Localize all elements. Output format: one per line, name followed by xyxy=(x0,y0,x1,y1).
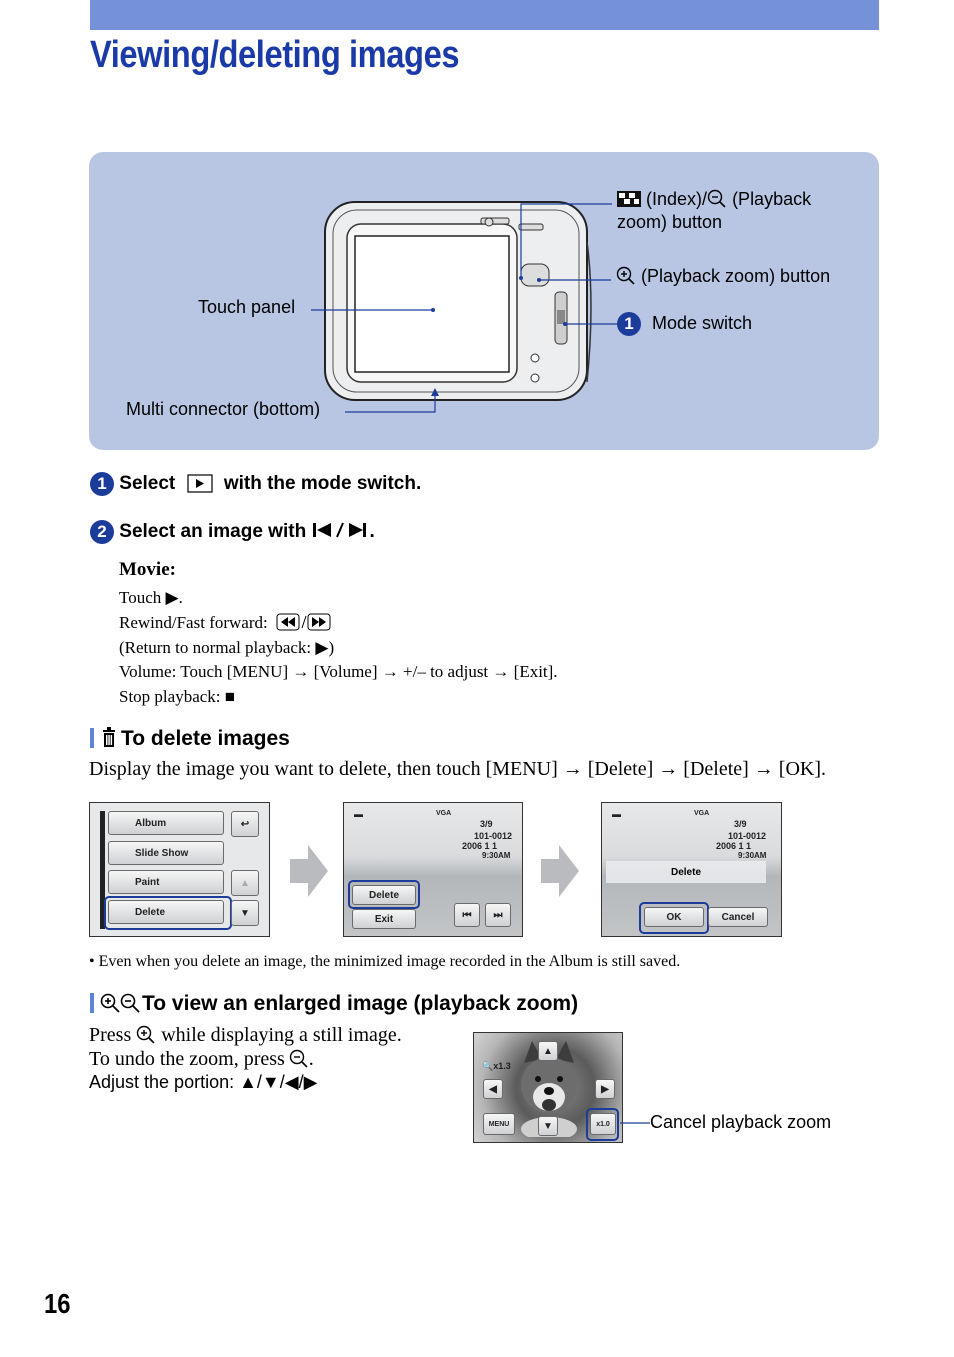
cancel-zoom-label: Cancel playback zoom xyxy=(650,1112,832,1132)
index-button-label: (Index)/ (Playback xyxy=(617,189,811,210)
delete-note: • Even when you delete an image, the min… xyxy=(89,953,681,970)
zoom-level: 🔍x1.3 xyxy=(482,1061,511,1071)
scroll-down-button[interactable]: ▼ xyxy=(231,900,259,926)
next-arrow-icon xyxy=(290,845,328,897)
touch-panel-label: Touch panel xyxy=(198,297,296,317)
mode-switch-number: 1 xyxy=(617,312,641,336)
menu-button[interactable]: MENU xyxy=(483,1113,515,1135)
zoom-out-icon xyxy=(707,189,726,208)
playback-screen: ▬ VGA 3/9 101-0012 2006 1 1 9:30AM Delet… xyxy=(343,802,523,937)
page-title: Viewing/deleting images xyxy=(90,34,460,76)
prev-next-icon xyxy=(313,522,367,538)
dog-photo xyxy=(521,1041,577,1137)
ok-btn-highlight xyxy=(639,902,709,934)
section-bar xyxy=(90,728,94,748)
zoom-screen: 🔍x1.3 ▲ ◀ ▶ ▼ MENU x1.0 xyxy=(473,1032,623,1143)
zoom-button-label: (Playback zoom) button xyxy=(616,266,830,287)
camera-illustration xyxy=(311,201,617,413)
reset-zoom-button[interactable]: x1.0 xyxy=(590,1113,616,1135)
rewind-fastforward-icon xyxy=(276,613,331,631)
mode-switch-label: 1 Mode switch xyxy=(617,312,752,336)
step-2-number: 2 xyxy=(90,520,114,544)
movie-line-1: Touch ▶. xyxy=(119,588,183,607)
index-icon xyxy=(617,191,641,207)
section-bar-2 xyxy=(90,993,94,1013)
zoom-in-icon xyxy=(616,266,635,285)
zoom-out-icon-heading xyxy=(120,993,140,1013)
zoom-line-1: Press while displaying a still image. xyxy=(89,1024,402,1046)
menu-screen: Album Slide Show Paint Delete ↩ ▲ ▼ xyxy=(89,802,270,937)
trash-icon xyxy=(103,727,115,747)
delete-prompt: Delete xyxy=(606,861,766,883)
movie-line-3: (Return to normal playback: ▶) xyxy=(119,638,335,657)
reset-zoom-highlight xyxy=(586,1108,619,1141)
menu-item-album[interactable]: Album xyxy=(108,811,224,835)
menu-item-slideshow[interactable]: Slide Show xyxy=(108,841,224,865)
playback-mode-icon xyxy=(186,474,213,493)
movie-line-5: Stop playback: ■ xyxy=(119,687,236,706)
step-1: 1 Select with the mode switch. xyxy=(90,472,421,496)
zoom-in-icon-heading xyxy=(100,993,120,1013)
cancel-button[interactable]: Cancel xyxy=(708,907,768,927)
prev-image-button[interactable]: ⏮ xyxy=(454,903,480,927)
step-1-number: 1 xyxy=(90,472,114,496)
header-bar xyxy=(90,0,879,30)
page-number: 16 xyxy=(44,1288,71,1319)
scroll-up-button[interactable]: ▲ xyxy=(231,870,259,896)
delete-btn-highlight xyxy=(348,880,420,909)
zoom-in-icon-inline xyxy=(137,1025,155,1044)
delete-highlight xyxy=(104,896,232,930)
pan-right-button[interactable]: ▶ xyxy=(595,1079,615,1099)
next-image-button[interactable]: ⏭ xyxy=(485,903,511,927)
pan-up-button[interactable]: ▲ xyxy=(538,1041,558,1061)
zoom-out-icon-inline xyxy=(289,1049,308,1068)
delete-confirm-screen: ▬ VGA 3/9 101-0012 2006 1 1 9:30AM Delet… xyxy=(601,802,782,937)
delete-section-heading: To delete images xyxy=(90,726,290,751)
step-2: 2 Select an image with . xyxy=(90,520,375,544)
pan-down-button[interactable]: ▼ xyxy=(538,1116,558,1136)
delete-button[interactable]: Delete xyxy=(352,885,416,905)
exit-button[interactable]: Exit xyxy=(352,909,416,929)
ok-button[interactable]: OK xyxy=(644,907,704,927)
pan-left-button[interactable]: ◀ xyxy=(483,1079,503,1099)
index-button-label-cont: zoom) button xyxy=(617,212,723,232)
zoom-section-heading: To view an enlarged image (playback zoom… xyxy=(90,992,578,1016)
delete-instructions: Display the image you want to delete, th… xyxy=(89,758,826,780)
menu-item-delete[interactable]: Delete xyxy=(108,900,224,924)
zoom-line-3: Adjust the portion: ▲/▼/◀/▶ xyxy=(89,1072,318,1092)
next-arrow-icon-2 xyxy=(541,845,579,897)
zoom-line-2: To undo the zoom, press. xyxy=(89,1048,314,1070)
movie-heading: Movie: xyxy=(119,559,176,580)
menu-item-paint[interactable]: Paint xyxy=(108,870,224,894)
movie-line-2: Rewind/Fast forward: xyxy=(119,613,332,633)
callout-line xyxy=(620,1122,650,1124)
back-button[interactable]: ↩ xyxy=(231,811,259,837)
movie-line-4: Volume: Touch [MENU] → [Volume] → +/– to… xyxy=(119,662,558,681)
multi-connector-label: Multi connector (bottom) xyxy=(126,399,321,419)
